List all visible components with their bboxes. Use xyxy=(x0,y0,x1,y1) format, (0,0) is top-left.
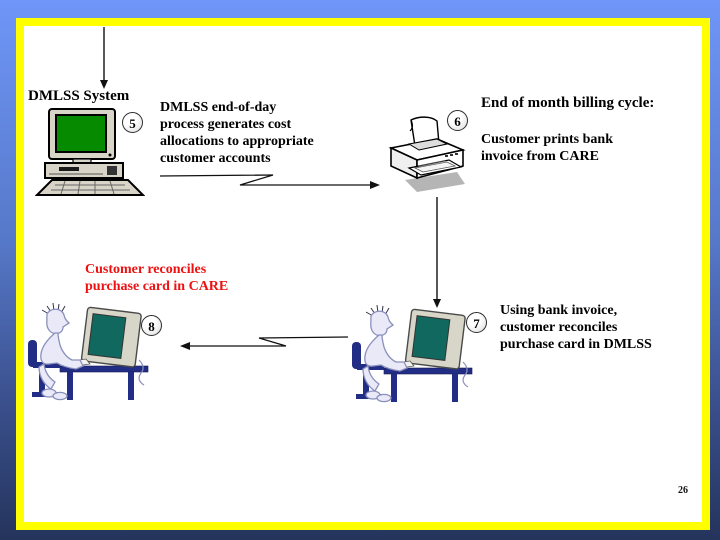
step8-text: Customer reconciles purchase card in CAR… xyxy=(85,262,229,294)
step-badge-7-number: 7 xyxy=(473,316,480,331)
page-number: 26 xyxy=(678,485,688,496)
step-badge-8: 8 xyxy=(141,315,162,336)
slide-canvas xyxy=(24,26,702,522)
step-badge-6: 6 xyxy=(447,110,468,131)
printer-icon xyxy=(388,116,466,192)
step-badge-7: 7 xyxy=(466,312,487,333)
step-badge-5: 5 xyxy=(122,112,143,133)
person-at-computer-icon xyxy=(351,304,473,403)
step6-block: End of month billing cycle: Customer pri… xyxy=(481,95,691,165)
step-badge-6-number: 6 xyxy=(454,114,461,129)
step-badge-8-number: 8 xyxy=(148,319,155,334)
step6-text: Customer prints bank invoice from CARE xyxy=(481,132,613,164)
step6-heading: End of month billing cycle: xyxy=(481,95,655,111)
step7-text: Using bank invoice, customer reconciles … xyxy=(500,303,652,352)
desktop-computer-icon xyxy=(35,108,145,196)
person-at-computer-icon xyxy=(27,302,149,401)
dmlss-system-label: DMLSS System xyxy=(28,88,130,104)
step-badge-5-number: 5 xyxy=(129,116,136,131)
step5-text: DMLSS end-of-day process generates cost … xyxy=(160,100,314,166)
